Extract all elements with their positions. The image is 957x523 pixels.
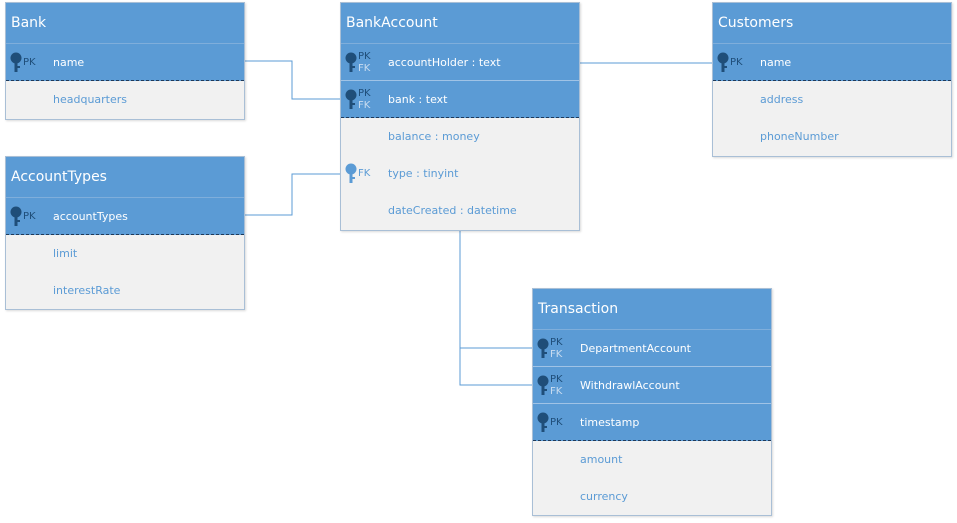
connector-bankaccount-transaction-withdrawl <box>459 348 532 386</box>
column-name: accountTypes <box>53 210 128 223</box>
table-row[interactable]: headquarters <box>6 81 244 118</box>
key-tag: PK <box>550 337 563 348</box>
key-tag: FK <box>550 349 563 360</box>
table-row[interactable]: phoneNumber <box>713 118 951 155</box>
key-tag: PK <box>23 57 36 68</box>
table-accounttypes[interactable]: AccountTypes PK accountTypes limit inter… <box>5 156 245 310</box>
column-name: headquarters <box>53 93 128 106</box>
column-name: address <box>760 93 804 106</box>
connector-bank-bankaccount <box>245 60 340 100</box>
column-name: amount <box>580 453 623 466</box>
table-title: Customers <box>713 3 951 44</box>
key-icon <box>345 52 357 72</box>
table-row[interactable]: PK name <box>6 44 244 81</box>
table-row[interactable]: interestRate <box>6 272 244 309</box>
key-icon <box>10 52 22 72</box>
table-title: Bank <box>6 3 244 44</box>
table-bankaccount[interactable]: BankAccount PK FK accountHolder : text P… <box>340 2 580 231</box>
table-row[interactable]: PK FK accountHolder : text <box>341 44 579 81</box>
column-name: accountHolder : text <box>388 56 501 69</box>
table-row[interactable]: PK FK bank : text <box>341 81 579 118</box>
table-row[interactable]: PK accountTypes <box>6 198 244 235</box>
column-name: WithdrawlAccount <box>580 379 680 392</box>
column-name: phoneNumber <box>760 130 839 143</box>
key-icon <box>10 206 22 226</box>
table-row[interactable]: address <box>713 81 951 118</box>
column-name: timestamp <box>580 416 640 429</box>
key-tag: PK <box>730 57 743 68</box>
key-tag: PK <box>550 417 563 428</box>
key-icon <box>537 338 549 358</box>
key-tag: PK <box>358 51 371 62</box>
key-icon <box>717 52 729 72</box>
table-row[interactable]: limit <box>6 235 244 272</box>
key-tag: PK <box>358 88 371 99</box>
table-title: Transaction <box>533 289 771 330</box>
table-row[interactable]: PK FK DepartmentAccount <box>533 330 771 367</box>
table-title: BankAccount <box>341 3 579 44</box>
column-name: name <box>53 56 85 69</box>
column-name: limit <box>53 247 78 260</box>
connector-accounttypes-bankaccount <box>245 173 340 216</box>
table-row[interactable]: PK name <box>713 44 951 81</box>
key-icon <box>537 375 549 395</box>
column-name: DepartmentAccount <box>580 342 691 355</box>
column-name: type : tinyint <box>388 167 459 180</box>
table-row[interactable]: balance : money <box>341 118 579 155</box>
key-tag: PK <box>550 374 563 385</box>
table-row[interactable]: PK FK WithdrawlAccount <box>533 367 771 404</box>
key-tag: FK <box>358 63 371 74</box>
connector-bankaccount-transaction-department <box>459 231 532 349</box>
key-icon <box>345 163 357 183</box>
column-name: currency <box>580 490 628 503</box>
table-row[interactable]: FK type : tinyint <box>341 155 579 192</box>
table-title: AccountTypes <box>6 157 244 198</box>
table-customers[interactable]: Customers PK name address phoneNumber <box>712 2 952 157</box>
column-name: name <box>760 56 792 69</box>
table-row[interactable]: currency <box>533 478 771 515</box>
table-row[interactable]: dateCreated : datetime <box>341 192 579 229</box>
key-tag: PK <box>23 211 36 222</box>
key-icon <box>537 412 549 432</box>
key-icon <box>345 89 357 109</box>
column-name: interestRate <box>53 284 121 297</box>
column-name: dateCreated : datetime <box>388 204 517 217</box>
column-name: bank : text <box>388 93 448 106</box>
key-tag: FK <box>550 386 563 397</box>
table-row[interactable]: amount <box>533 441 771 478</box>
column-name: balance : money <box>388 130 480 143</box>
table-row[interactable]: PK timestamp <box>533 404 771 441</box>
key-tag: FK <box>358 168 371 179</box>
key-tag: FK <box>358 100 371 111</box>
table-transaction[interactable]: Transaction PK FK DepartmentAccount PK F… <box>532 288 772 516</box>
table-bank[interactable]: Bank PK name headquarters <box>5 2 245 120</box>
